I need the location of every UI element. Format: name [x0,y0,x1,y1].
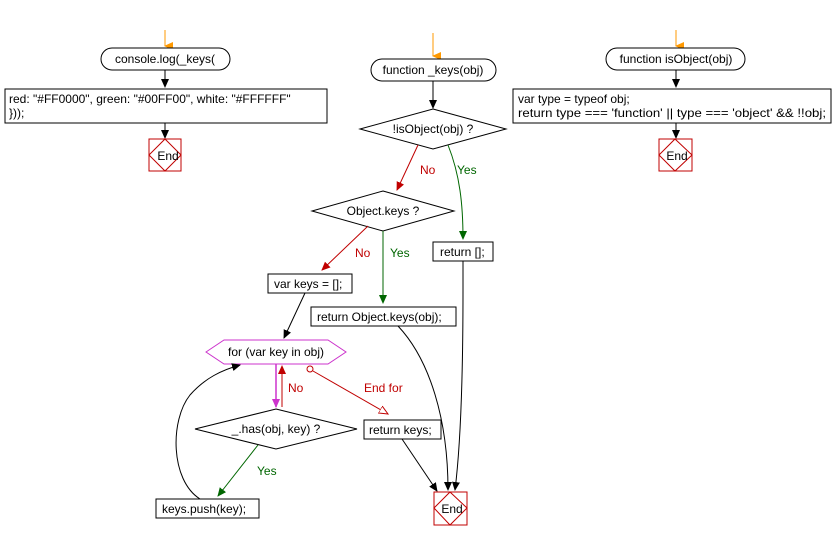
loop-endfor-origin [306,365,314,373]
keys-push-label: keys.push(key); [162,502,246,516]
console-column: console.log(_keys( red: "#FF0000", green… [4,30,328,172]
return-objectkeys-box [310,306,457,327]
console-statement-box [4,88,328,124]
start-label-console: console.log(_keys( [115,52,215,66]
console-statement-line1: red: "#FF0000", green: "#00FF00", white:… [9,92,291,106]
for-loop-shape [205,339,347,365]
edge-objectkeys-no [321,225,369,271]
console-statement-line2: })); [9,106,24,120]
loop-endfor-label: End for [364,381,403,395]
edge-returnempty-end [452,261,464,491]
isobject-statement-line2: return type === 'function' || type === '… [518,106,826,120]
edge-returnobjectkeys-end [397,325,452,491]
start-label-keys: function _keys(obj) [383,63,484,77]
keys-push-box [155,498,260,519]
isobject-function-column: function isObject(obj) var type = typeof… [512,30,832,172]
decision-objectkeys-label: Object.keys ? [347,204,420,218]
has-no-label: No [288,381,304,395]
return-keys-label: return keys; [369,423,432,437]
for-loop-label: for (var key in obj) [228,345,324,359]
edge-isobject-no [396,144,419,191]
isobject-statement-line1: var type = typeof obj; [518,92,630,106]
end-diamond-console [148,138,182,172]
decision-isobject-label: !isObject(obj) ? [393,122,474,136]
objectkeys-no-label: No [355,246,371,260]
end-label-keys: End [441,502,462,516]
var-keys-label: var keys = []; [274,277,342,291]
edge-varkeys-loop [283,292,306,339]
end-label-console: End [157,149,178,163]
end-diamond-isobject [658,138,693,172]
decision-has [194,408,358,450]
objectkeys-yes-label: Yes [390,246,410,260]
isobject-yes-label: Yes [457,163,477,177]
isobject-no-label: No [420,163,436,177]
edge-isobject-yes [447,144,467,240]
var-keys-box [267,273,353,294]
keys-function-column: function _keys(obj) !isObject(obj) ? No … [155,33,508,526]
end-label-isobject: End [666,149,687,163]
edge-has-yes [217,444,259,497]
decision-has-label: _.has(obj, key) ? [231,422,321,436]
start-label-isobject: function isObject(obj) [620,52,733,66]
edge-loop-endfor [312,370,388,414]
return-objectkeys-label: return Object.keys(obj); [317,310,442,324]
edge-push-loopback [175,363,241,500]
decision-isobject [358,108,508,150]
end-diamond-keys [433,491,468,526]
return-empty-label: return []; [440,245,485,259]
edge-returnkeys-end [401,438,438,492]
isobject-statement-box [512,88,832,124]
has-yes-label: Yes [257,464,277,478]
